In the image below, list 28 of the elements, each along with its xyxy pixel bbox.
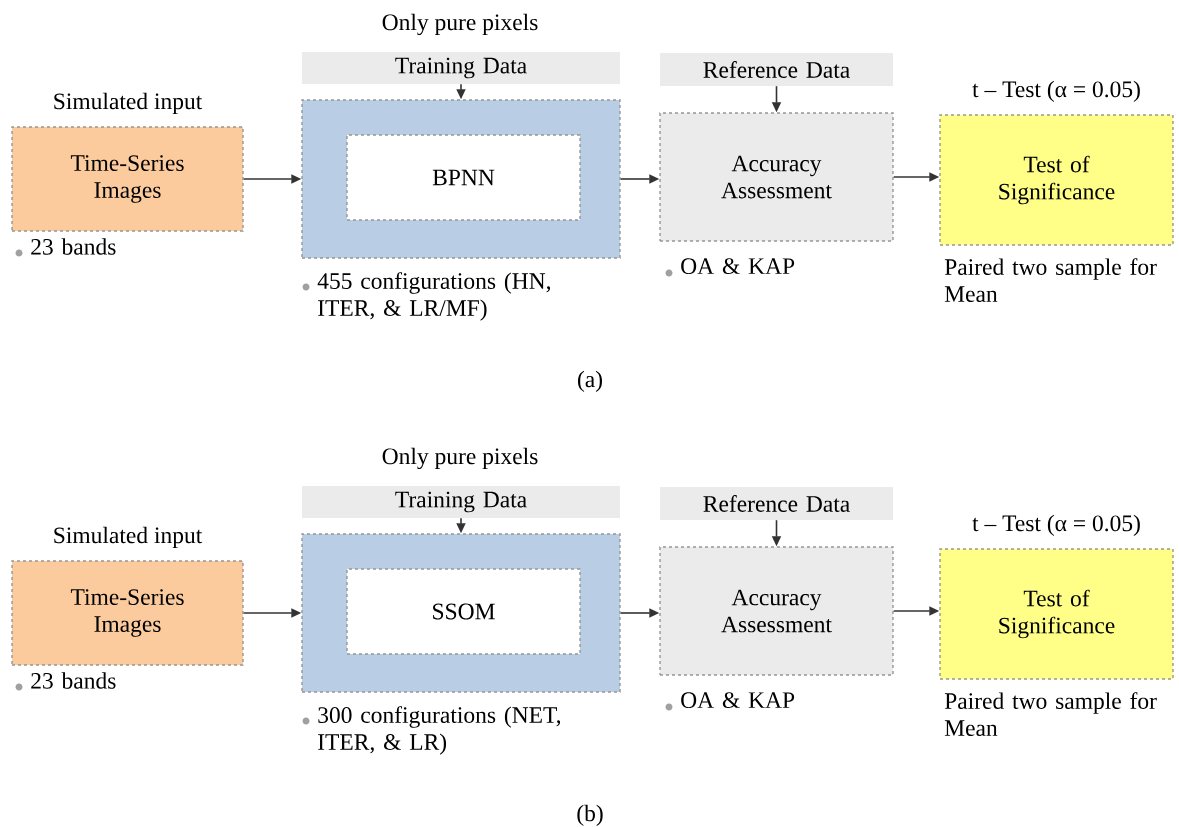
- heading: Simulated input: [54, 92, 203, 114]
- input-box: Time-Series Images: [11, 560, 244, 666]
- heading: Simulated input: [54, 526, 203, 548]
- process-box: Test of Significance: [939, 114, 1174, 246]
- note: OA & KAP: [681, 258, 795, 275]
- note: OA & KAP: [681, 692, 795, 709]
- panel-label: (b): [577, 804, 603, 826]
- note: Paired two sample for Mean: [944, 692, 1157, 736]
- model-box: BPNN: [346, 134, 581, 221]
- process-box: Accuracy Assessment: [659, 112, 894, 242]
- note: 23 bands: [31, 672, 116, 689]
- data-band: Training Data: [302, 486, 620, 518]
- heading: t – Test (α = 0.05): [972, 80, 1140, 102]
- process-box: Accuracy Assessment: [659, 546, 894, 676]
- panel-label: (a): [578, 370, 602, 392]
- heading: t – Test (α = 0.05): [972, 514, 1140, 536]
- model-box: SSOM: [346, 568, 581, 655]
- note: 455 configurations (HN, ITER, & LR/MF): [317, 272, 550, 321]
- note: Paired two sample for Mean: [944, 258, 1157, 302]
- note: 23 bands: [31, 238, 116, 255]
- process-box: Test of Significance: [939, 548, 1174, 680]
- note: 300 configurations (NET, ITER, & LR): [318, 706, 561, 755]
- input-box: Time-Series Images: [11, 126, 244, 232]
- data-band: Reference Data: [660, 53, 893, 86]
- data-band: Training Data: [302, 52, 620, 84]
- note: Only pure pixels: [382, 13, 538, 36]
- note: Only pure pixels: [382, 447, 538, 470]
- data-band: Reference Data: [660, 487, 893, 520]
